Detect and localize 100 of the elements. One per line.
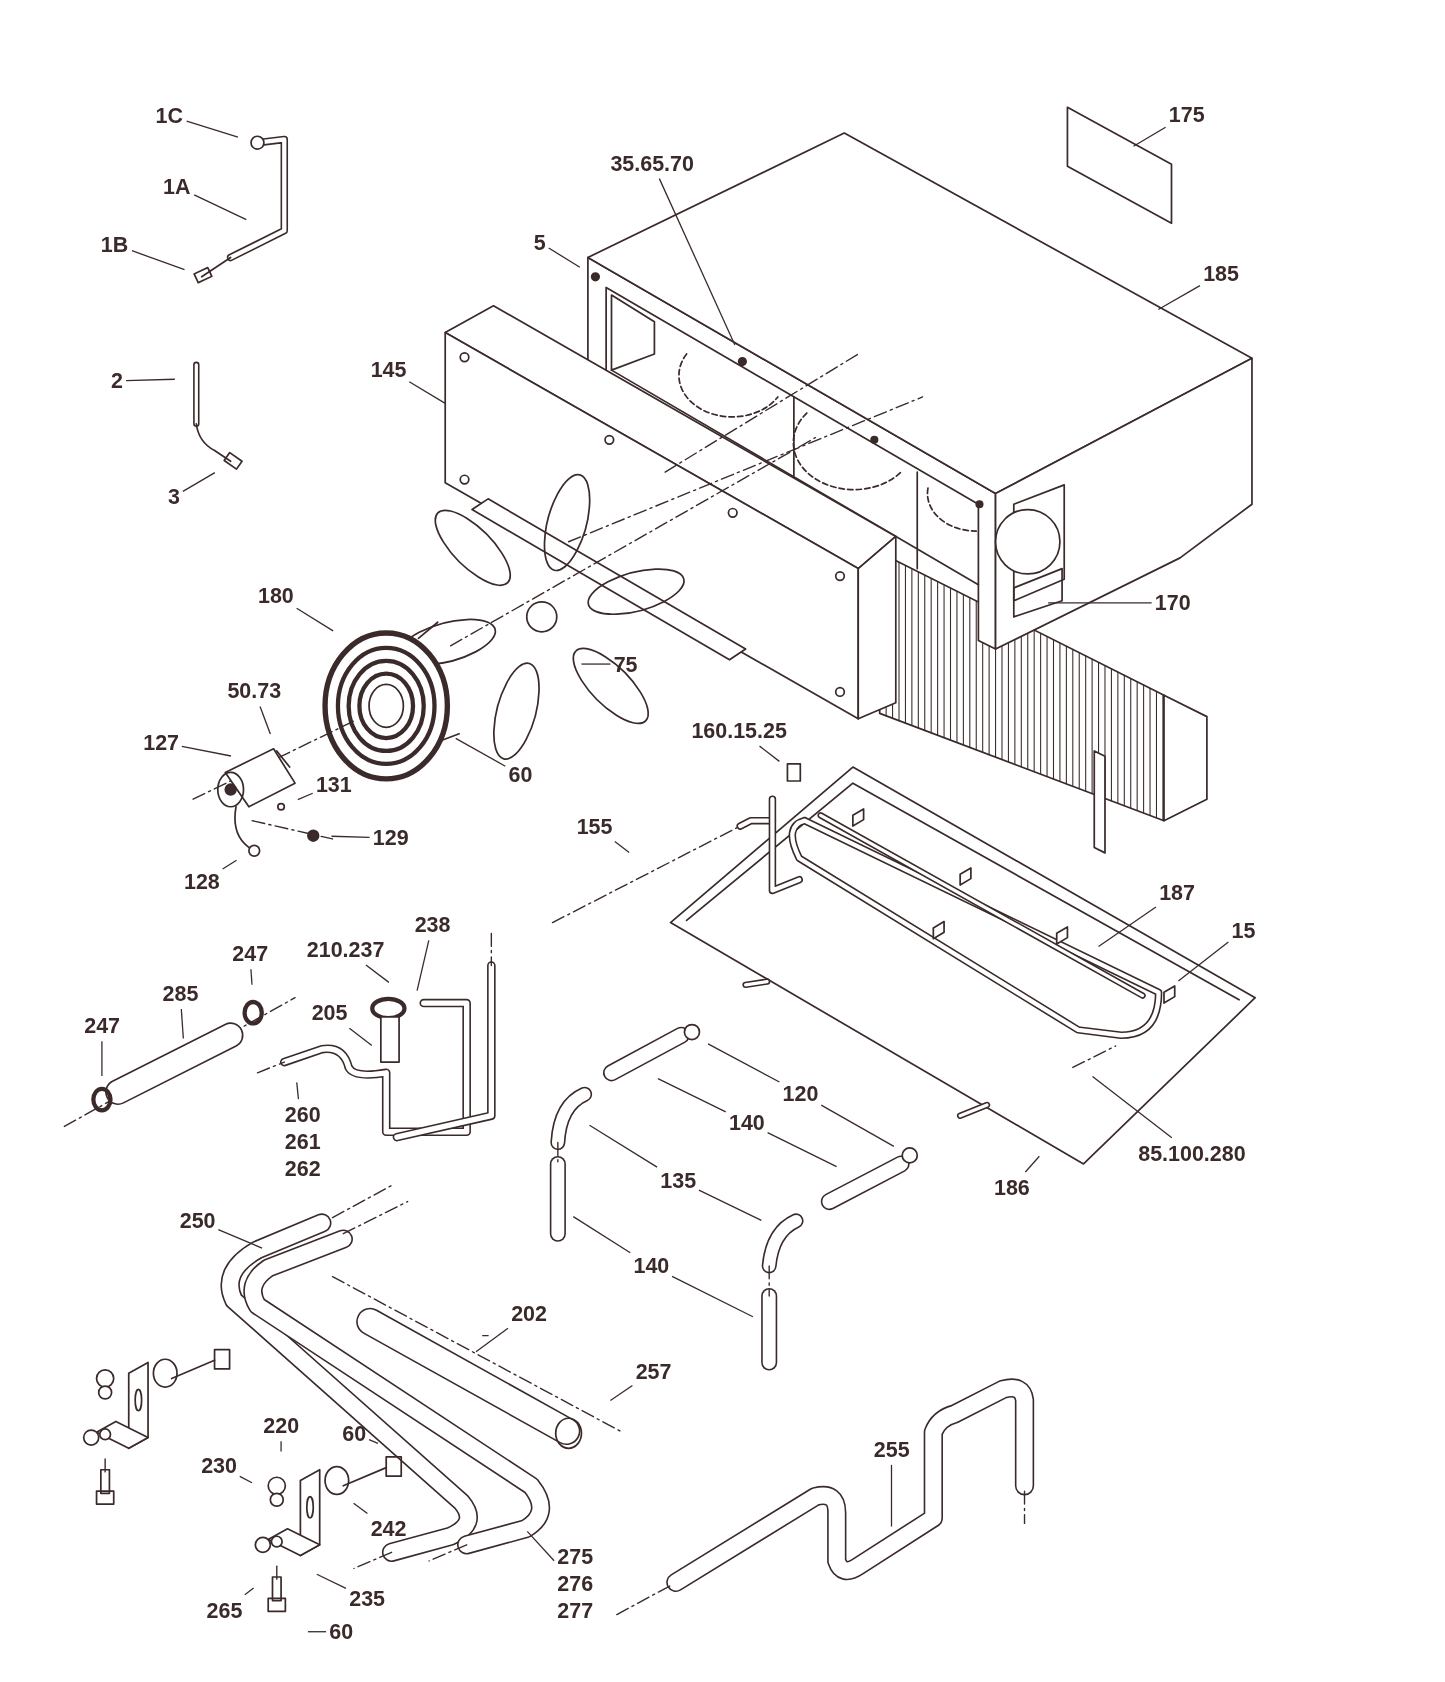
leader-line bbox=[244, 1587, 255, 1596]
leader-line bbox=[348, 1027, 373, 1047]
leader-line bbox=[1132, 126, 1167, 147]
callout-number: 170 bbox=[1154, 589, 1191, 617]
leader-line bbox=[416, 939, 430, 992]
leader-line bbox=[217, 1229, 263, 1249]
leader-line bbox=[820, 1104, 895, 1148]
callout-number: 60 bbox=[342, 1419, 367, 1447]
leader-line bbox=[526, 1530, 555, 1562]
callout-number: 60 bbox=[329, 1618, 354, 1646]
callout-number: 260 261 262 bbox=[284, 1101, 321, 1182]
callout-number: 210.237 bbox=[306, 936, 385, 963]
leader-line bbox=[548, 247, 581, 268]
leader-line bbox=[250, 968, 253, 986]
callout-number: 180 bbox=[258, 582, 294, 609]
callout-number: 230 bbox=[201, 1452, 237, 1479]
callout-number: 235 bbox=[349, 1585, 385, 1612]
callout-number: 187 bbox=[1159, 879, 1195, 906]
leader-line bbox=[125, 378, 176, 382]
callout-number: 1C bbox=[155, 102, 183, 130]
leader-line bbox=[181, 745, 232, 757]
callout-number: 257 bbox=[635, 1357, 672, 1385]
leader-line bbox=[259, 705, 271, 735]
leader-line bbox=[186, 120, 239, 138]
leader-line bbox=[180, 1008, 184, 1040]
callout-number: 145 bbox=[370, 355, 407, 383]
leader-line bbox=[182, 472, 216, 492]
callout-number: 186 bbox=[993, 1174, 1030, 1201]
callout-number: 15 bbox=[1231, 916, 1256, 944]
leader-line bbox=[758, 745, 781, 762]
leader-line bbox=[1024, 1155, 1040, 1173]
callout-number: 275 276 277 bbox=[557, 1543, 594, 1624]
leader-line bbox=[408, 381, 447, 405]
callout-number: 247 bbox=[232, 940, 269, 968]
callout-number: 50.73 bbox=[227, 677, 282, 705]
leader-line bbox=[297, 792, 314, 801]
callout-number: 238 bbox=[414, 911, 451, 939]
callout-number: 1B bbox=[100, 231, 129, 258]
leader-line bbox=[352, 1502, 369, 1515]
callout-number: 160.15.25 bbox=[691, 717, 787, 744]
leader-line bbox=[707, 1043, 781, 1083]
callout-number: 131 bbox=[315, 770, 352, 798]
callout-number: 5 bbox=[533, 229, 546, 256]
callout-number: 155 bbox=[576, 812, 613, 840]
leader-line bbox=[1177, 941, 1229, 982]
leader-line bbox=[1047, 602, 1153, 604]
callout-number: 128 bbox=[184, 868, 220, 896]
callout-number: 135 bbox=[660, 1166, 697, 1194]
callout-number: 250 bbox=[179, 1207, 216, 1235]
callout-number: 2 bbox=[111, 367, 123, 395]
callout-number: 35.65.70 bbox=[610, 149, 694, 177]
callout-number: 202 bbox=[511, 1299, 547, 1327]
leader-line bbox=[766, 1131, 838, 1168]
leader-line bbox=[614, 840, 630, 854]
leader-line bbox=[671, 1275, 754, 1318]
callout-number: 120 bbox=[782, 1079, 819, 1107]
leader-line bbox=[1091, 1075, 1173, 1139]
leader-line bbox=[365, 964, 390, 983]
callout-number: 85.100.280 bbox=[1138, 1139, 1246, 1167]
leader-line bbox=[609, 1384, 634, 1402]
callout-number: 140 bbox=[633, 1252, 670, 1280]
leader-line bbox=[580, 663, 612, 665]
leader-line bbox=[296, 1081, 300, 1100]
leader-line bbox=[657, 1078, 727, 1113]
leader-line bbox=[101, 1040, 103, 1077]
leader-line bbox=[307, 1631, 327, 1633]
callout-number: 220 bbox=[263, 1412, 300, 1440]
leader-line bbox=[280, 1440, 282, 1453]
leader-line bbox=[1157, 284, 1201, 311]
callout-number: 255 bbox=[873, 1435, 910, 1463]
leader-line bbox=[221, 859, 238, 870]
leader-line bbox=[316, 1573, 347, 1590]
callout-number: 127 bbox=[143, 728, 179, 756]
leader-line bbox=[475, 1327, 509, 1353]
callout-number: 75 bbox=[613, 650, 638, 678]
callout-number: 247 bbox=[84, 1012, 120, 1039]
leader-line bbox=[658, 177, 736, 346]
callout-number: 140 bbox=[728, 1108, 765, 1136]
callout-number: 265 bbox=[206, 1596, 243, 1624]
callout-number: 1A bbox=[163, 173, 191, 201]
leader-line bbox=[890, 1464, 893, 1528]
callout-number: 185 bbox=[1203, 260, 1239, 287]
leader-line bbox=[572, 1216, 631, 1254]
leader-line bbox=[239, 1475, 253, 1484]
leader-line bbox=[455, 737, 506, 767]
leader-line bbox=[588, 1124, 658, 1168]
leader-line bbox=[131, 250, 186, 271]
leader-line bbox=[368, 1438, 379, 1444]
leader-line bbox=[296, 607, 334, 632]
callout-number: 3 bbox=[167, 483, 180, 511]
callout-number: 242 bbox=[370, 1515, 407, 1543]
leader-line bbox=[698, 1189, 762, 1222]
callout-number: 205 bbox=[311, 999, 348, 1027]
callout-number: 60 bbox=[508, 761, 533, 788]
callout-number: 175 bbox=[1168, 101, 1205, 129]
callout-number: 129 bbox=[372, 824, 409, 852]
callout-number: 285 bbox=[162, 980, 199, 1007]
leader-line bbox=[1097, 906, 1157, 948]
leader-line bbox=[330, 835, 371, 838]
leader-line bbox=[193, 194, 247, 221]
